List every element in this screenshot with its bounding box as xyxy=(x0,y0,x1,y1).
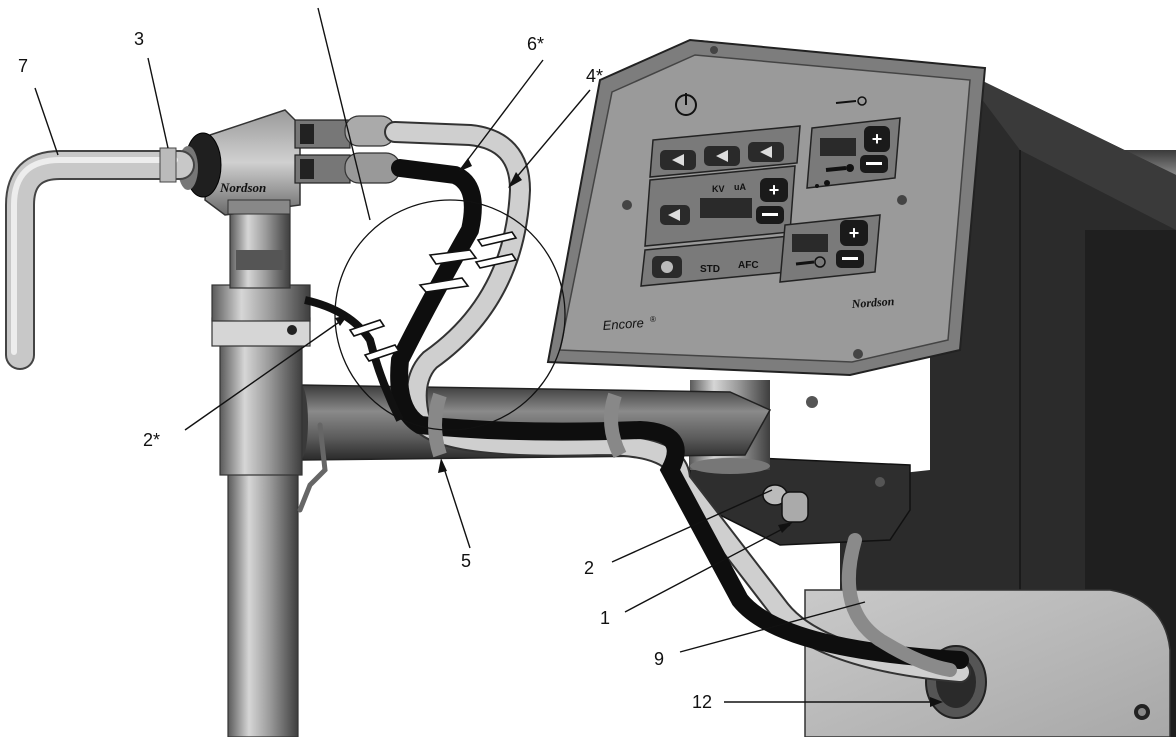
ground-wire xyxy=(304,296,404,422)
callout-4-star: 4* xyxy=(586,66,603,86)
pattern-plus-button[interactable] xyxy=(840,220,868,246)
grey-tube xyxy=(841,533,957,677)
svg-text:+: + xyxy=(849,223,860,243)
break-marks xyxy=(348,231,518,362)
callout-2: 2 xyxy=(584,558,594,578)
vertical-stand xyxy=(211,199,311,737)
air-icon xyxy=(835,96,867,106)
power-icon xyxy=(675,93,697,116)
flow-plus-button[interactable] xyxy=(864,126,890,152)
preset-module xyxy=(649,125,801,178)
nozzle-tube xyxy=(5,150,195,370)
gun-logo-text: Nordson xyxy=(219,180,266,195)
panel-reg-mark: ® xyxy=(650,315,656,324)
panel-logo: Nordson xyxy=(850,294,895,311)
mode-module: STD AFC xyxy=(640,235,791,287)
flow-module: + xyxy=(806,96,901,189)
ua-label: uA xyxy=(734,182,746,192)
kv-label: KV xyxy=(712,184,725,194)
callout-7: 7 xyxy=(18,56,28,76)
leader-lines xyxy=(34,7,943,707)
kv-ua-display xyxy=(700,198,752,218)
lower-panel xyxy=(804,589,1171,737)
callout-5: 5 xyxy=(461,551,471,571)
control-panel: + KV xyxy=(546,38,987,377)
callout-6-star: 6* xyxy=(527,34,544,54)
controller-housing xyxy=(700,40,1176,737)
kv-ua-module: KV uA + xyxy=(644,165,796,247)
flow-icon xyxy=(825,164,854,172)
callout-1: 1 xyxy=(600,608,610,628)
callout-12: 12 xyxy=(692,692,712,712)
pattern-module: + xyxy=(779,214,881,283)
dot-icon xyxy=(815,180,830,188)
hook xyxy=(297,422,328,513)
callout-2-star: 2* xyxy=(143,430,160,450)
std-label: STD xyxy=(700,264,720,275)
svg-text:+: + xyxy=(872,129,883,149)
tube-straps xyxy=(428,392,627,459)
gun-body: Nordson xyxy=(178,109,301,216)
svg-text:+: + xyxy=(769,180,780,200)
panel-brand: Encore xyxy=(602,315,644,333)
callout-3: 3 xyxy=(134,29,144,49)
pattern-icon xyxy=(795,256,826,268)
bracket-fittings xyxy=(762,396,885,523)
afc-label: AFC xyxy=(738,260,759,271)
detail-circle xyxy=(334,199,566,431)
callout-labels: 7 3 6* 4* 2* 5 2 1 9 12 xyxy=(18,29,712,712)
callout-9: 9 xyxy=(654,649,664,669)
kv-plus-button[interactable] xyxy=(760,178,788,202)
